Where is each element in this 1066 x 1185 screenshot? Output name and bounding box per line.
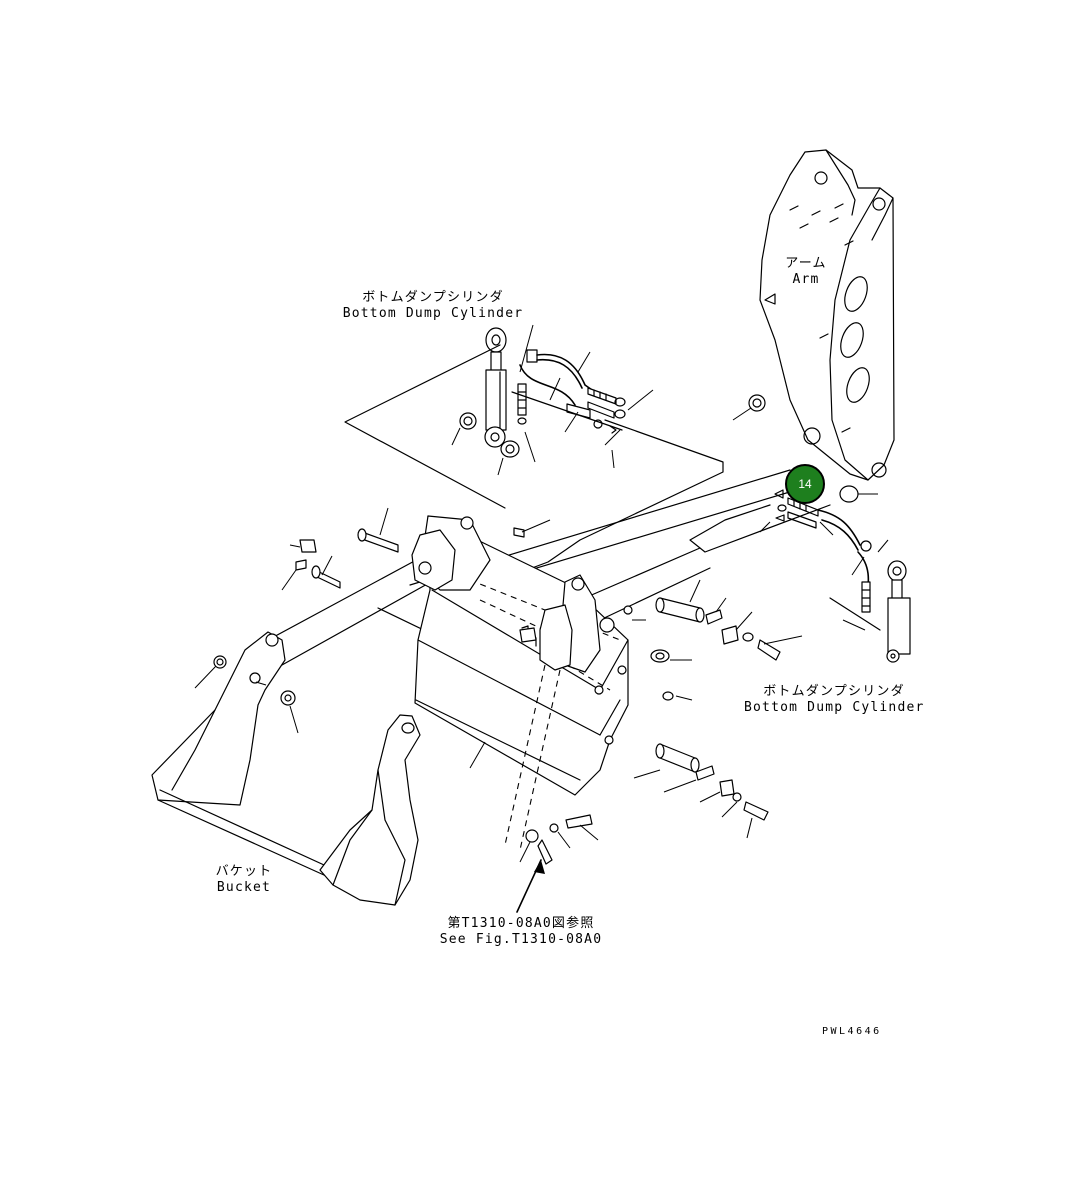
- drawing-code: PWL4646: [822, 1026, 882, 1037]
- left-cylinder-label-jp: ボトムダンプシリンダ: [362, 290, 504, 305]
- right-cylinder-label-en: Bottom Dump Cylinder: [744, 700, 925, 715]
- left-cylinder-label-en: Bottom Dump Cylinder: [342, 306, 524, 321]
- left-bushings: [459, 412, 520, 458]
- figure-reference-en: See Fig.T1310-08A0: [439, 932, 603, 947]
- hardware: [295, 527, 781, 865]
- bucket-label: バケット Bucket: [210, 864, 278, 896]
- figure-reference-label: 第T1310-08A0図参照 See Fig.T1310-08A0: [436, 916, 606, 948]
- bucket-right-shell: [319, 714, 421, 906]
- right-cylinder-label-jp: ボトムダンプシリンダ: [763, 684, 905, 699]
- left-leader-lines: [451, 324, 654, 476]
- part-callout-14[interactable]: 14: [785, 464, 825, 504]
- arm-label-en: Arm: [792, 272, 820, 287]
- arm-label: アーム Arm: [776, 256, 836, 288]
- bucket-body: [411, 515, 629, 851]
- right-cylinder-label: ボトムダンプシリンダ Bottom Dump Cylinder: [744, 684, 924, 716]
- right-envelope: [689, 504, 881, 631]
- arm: [759, 149, 895, 481]
- left-envelope: [344, 344, 724, 581]
- left-cylinder-label: ボトムダンプシリンダ Bottom Dump Cylinder: [340, 290, 526, 322]
- left-cylinder: [484, 327, 507, 448]
- hardware-leader-lines: [194, 507, 803, 863]
- right-cylinder: [886, 560, 911, 663]
- arm-label-jp: アーム: [785, 256, 827, 271]
- figure-reference-jp: 第T1310-08A0図参照: [447, 916, 595, 931]
- bucket-left-shell: [151, 631, 336, 881]
- right-leader-lines: [759, 521, 889, 631]
- right-hoses: [774, 489, 872, 613]
- reference-arrow: [516, 859, 545, 913]
- bucket-label-jp: バケット: [215, 864, 273, 879]
- part-callout-number[interactable]: 14: [798, 477, 812, 491]
- arm-bushings: [732, 394, 878, 503]
- left-hoses: [517, 349, 626, 434]
- bucket-label-en: Bucket: [216, 880, 272, 895]
